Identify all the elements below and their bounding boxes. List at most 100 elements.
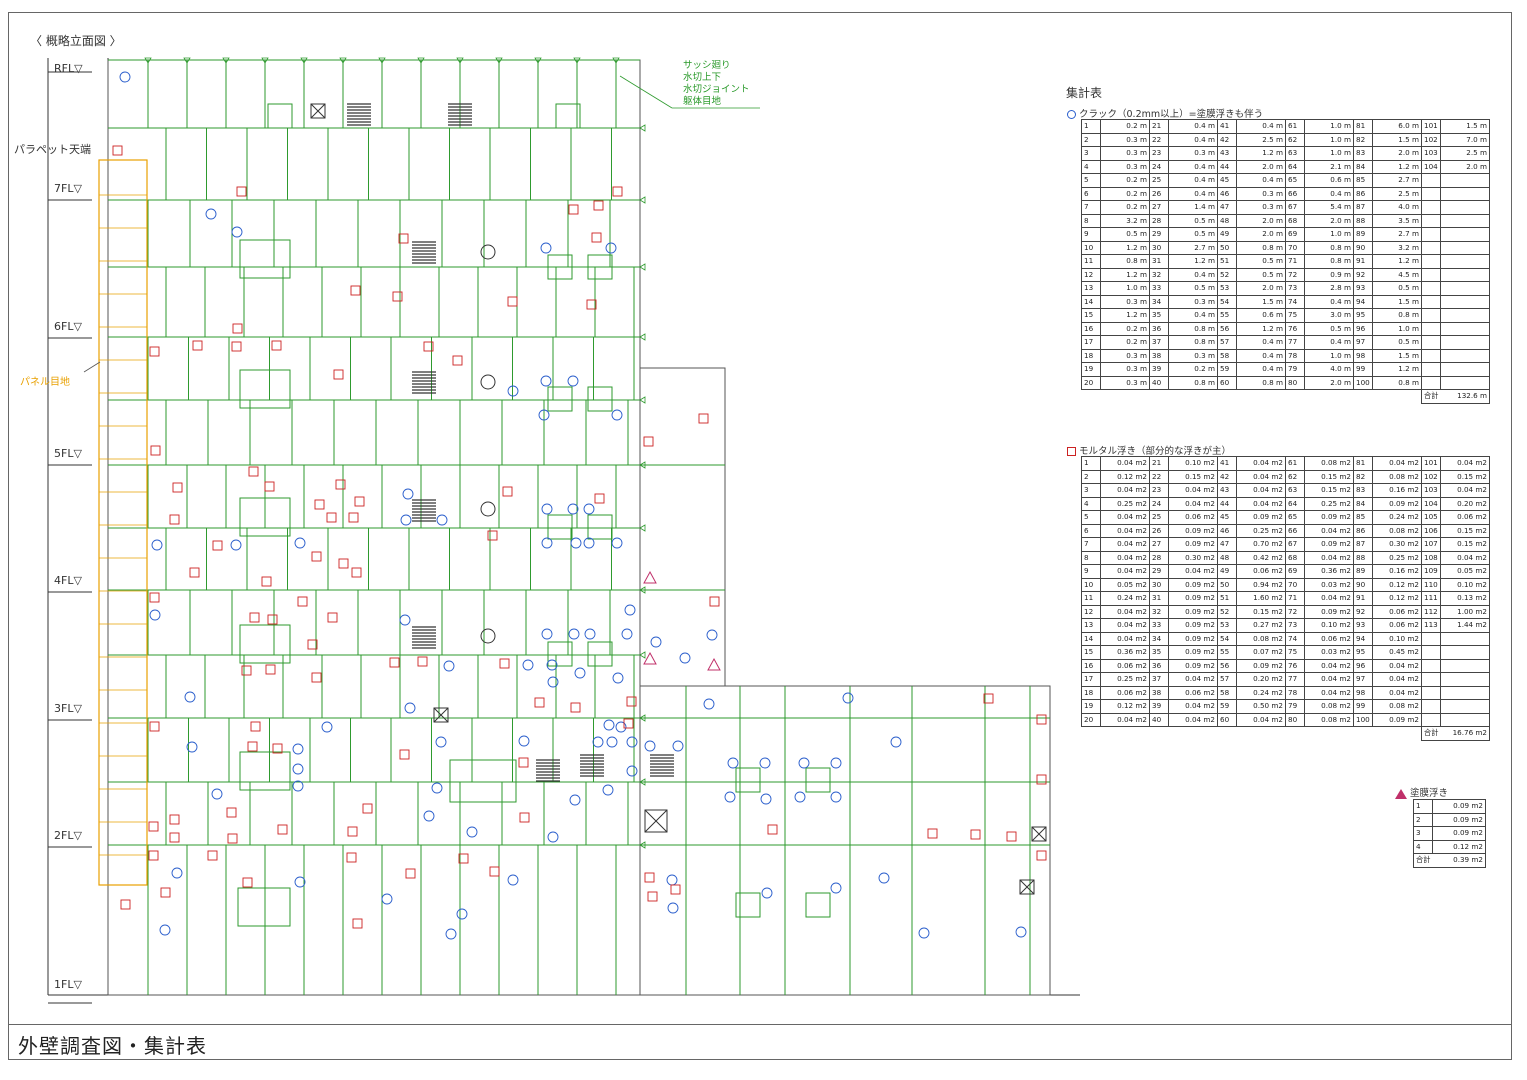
row-number-cell	[1421, 200, 1441, 215]
value-cell: 0.09 m2	[1372, 496, 1422, 511]
value-cell: 0.3 m	[1236, 200, 1286, 215]
row-number-cell: 79	[1285, 362, 1305, 377]
row-number-cell: 42	[1217, 132, 1237, 147]
row-number-cell: 84	[1353, 496, 1373, 511]
mortar-marker-icon	[767, 824, 778, 835]
crack-marker-icon	[321, 721, 333, 733]
crack-marker-icon	[292, 763, 304, 775]
value-cell: 0.3 m	[1168, 294, 1218, 309]
value-cell: 0.24 m2	[1372, 510, 1422, 525]
mortar-marker-icon	[1036, 850, 1047, 861]
row-number-cell	[1421, 173, 1441, 188]
row-number-cell: 80	[1285, 375, 1305, 390]
row-number-cell: 1	[1413, 799, 1433, 814]
sash-marker-icon	[456, 57, 464, 64]
row-number-cell: 54	[1217, 631, 1237, 646]
mortar-marker-icon	[120, 899, 131, 910]
value-cell: 2.5 m	[1236, 132, 1286, 147]
value-cell: 1.2 m	[1372, 254, 1422, 269]
mortar-marker-icon	[1036, 714, 1047, 725]
row-number-cell: 28	[1149, 213, 1169, 228]
value-cell: 2.7 m	[1168, 240, 1218, 255]
value-cell: 2.0 m	[1304, 213, 1354, 228]
mortar-marker-icon	[327, 612, 338, 623]
value-cell: 0.04 m2	[1304, 523, 1354, 538]
mortar-marker-icon	[647, 891, 658, 902]
value-cell: 0.12 m2	[1372, 591, 1422, 606]
value-cell	[1440, 631, 1490, 646]
row-number-cell: 68	[1285, 213, 1305, 228]
sash-marker-icon	[534, 57, 542, 64]
mortar-marker-icon	[247, 741, 258, 752]
value-cell: 0.20 m2	[1440, 496, 1490, 511]
row-number-cell: 38	[1149, 348, 1169, 363]
crack-marker-icon	[584, 628, 596, 640]
value-cell: 0.04 m2	[1168, 564, 1218, 579]
row-number-cell: 5	[1081, 173, 1101, 188]
row-number-cell: 46	[1217, 523, 1237, 538]
row-number-cell	[1421, 213, 1441, 228]
value-cell: 0.04 m2	[1168, 483, 1218, 498]
value-cell: 1.44 m2	[1440, 618, 1490, 633]
row-number-cell: 24	[1149, 496, 1169, 511]
row-number-cell: 46	[1217, 186, 1237, 201]
crack-marker-icon	[540, 242, 552, 254]
row-number-cell: 95	[1353, 645, 1373, 660]
crack-marker-icon	[404, 702, 416, 714]
value-cell: 0.24 m2	[1236, 685, 1286, 700]
value-cell	[1440, 362, 1490, 377]
round-vent-icon	[480, 628, 496, 644]
crack-marker-icon	[830, 882, 842, 894]
sheet-title: 外壁調査図・集計表	[18, 1034, 207, 1058]
mortar-marker-icon	[148, 850, 159, 861]
crack-marker-icon	[1067, 110, 1076, 119]
row-number-cell: 84	[1353, 159, 1373, 174]
value-cell: 0.3 m	[1168, 146, 1218, 161]
value-cell: 0.09 m2	[1168, 604, 1218, 619]
value-cell: 0.04 m2	[1304, 591, 1354, 606]
value-cell: 1.2 m	[1100, 308, 1150, 323]
row-number-cell	[1421, 294, 1441, 309]
mortar-marker-icon	[212, 540, 223, 551]
mortar-marker-icon	[112, 145, 123, 156]
row-number-cell: 92	[1353, 267, 1373, 282]
value-cell: 0.05 m2	[1100, 577, 1150, 592]
value-cell	[1440, 348, 1490, 363]
value-cell: 0.04 m2	[1168, 672, 1218, 687]
crack-marker-icon	[400, 514, 412, 526]
row-number-cell: 60	[1217, 375, 1237, 390]
mortar-marker-icon	[236, 186, 247, 197]
value-cell: 0.09 m2	[1432, 799, 1486, 814]
crack-marker-icon	[171, 867, 183, 879]
mortar-marker-icon	[248, 466, 259, 477]
crack-marker-icon	[443, 660, 455, 672]
value-cell: 1.2 m	[1372, 362, 1422, 377]
window-icon	[735, 767, 761, 793]
window-icon	[547, 254, 573, 280]
mortar-marker-icon	[261, 576, 272, 587]
row-number-cell: 74	[1285, 294, 1305, 309]
crack-marker-icon	[727, 757, 739, 769]
value-cell	[1440, 658, 1490, 673]
row-number-cell	[1421, 645, 1441, 660]
row-number-cell: 101	[1421, 456, 1441, 471]
value-cell: 0.5 m	[1168, 227, 1218, 242]
row-number-cell: 71	[1285, 591, 1305, 606]
row-number-cell	[1421, 631, 1441, 646]
value-cell: 0.4 m	[1168, 173, 1218, 188]
crack-marker-icon	[546, 659, 558, 671]
